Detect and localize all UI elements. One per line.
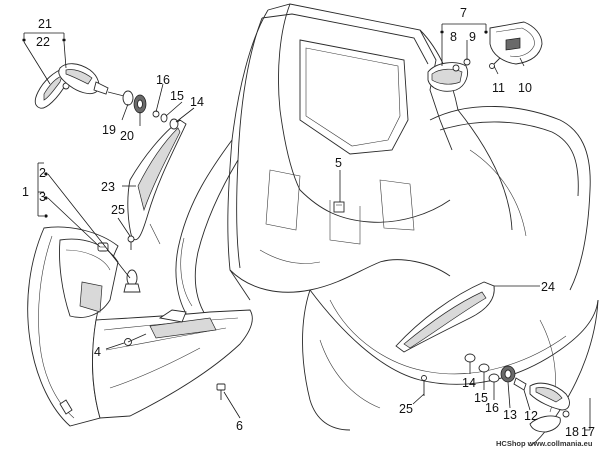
- callout-9: 9: [469, 30, 476, 44]
- reflector-23: [127, 119, 187, 245]
- callout-21: 21: [38, 17, 52, 31]
- position-bulb-3: [97, 242, 109, 252]
- screw-25-upper: [127, 235, 135, 250]
- callout-25-lower: 25: [399, 402, 413, 416]
- screw-6: [216, 383, 226, 400]
- callout-14-upper: 14: [190, 95, 204, 109]
- callout-24: 24: [541, 280, 555, 294]
- callout-12: 12: [524, 409, 538, 423]
- callout-15-lower: 15: [474, 391, 488, 405]
- callout-5: 5: [335, 156, 342, 170]
- callout-6: 6: [236, 419, 243, 433]
- callout-10: 10: [518, 81, 532, 95]
- callout-18: 18: [565, 425, 579, 439]
- signal-mount-washers-upper: [122, 90, 179, 130]
- callout-23: 23: [101, 180, 115, 194]
- callout-14-lower: 14: [462, 376, 476, 390]
- callout-7: 7: [460, 6, 467, 20]
- callout-4: 4: [94, 345, 101, 359]
- clip-5: [333, 201, 345, 213]
- leg-shield-panel: [302, 289, 599, 447]
- watermark-text: HCShop www.collmania.eu: [496, 439, 593, 448]
- headlight-assembly: [27, 226, 253, 427]
- callout-17: 17: [581, 425, 595, 439]
- leader-lines: [22, 23, 591, 431]
- callout-13: 13: [503, 408, 517, 422]
- callout-2: 2: [39, 166, 46, 180]
- callout-1: 1: [22, 185, 29, 199]
- callout-16-upper: 16: [156, 73, 170, 87]
- callout-15-upper: 15: [170, 89, 184, 103]
- callout-25-upper: 25: [111, 203, 125, 217]
- callout-19: 19: [102, 123, 116, 137]
- callout-20: 20: [120, 129, 134, 143]
- callout-11: 11: [492, 81, 505, 95]
- callout-22: 22: [36, 35, 50, 49]
- turn-signal-right: [421, 353, 570, 433]
- callout-8: 8: [450, 30, 457, 44]
- headlight-bulb-2: [123, 269, 141, 293]
- front-shield-frame: [175, 3, 591, 321]
- reflector-strip-24: [395, 281, 495, 353]
- rear-light-assembly: [427, 21, 543, 92]
- screw-4: [124, 333, 147, 346]
- turn-signal-left: [34, 63, 125, 109]
- callout-labels: 21 22 7 8 9 11 10 16 15 14 19 20 2 1 3 2…: [22, 6, 595, 439]
- callout-3: 3: [39, 190, 46, 204]
- callout-16-lower: 16: [485, 401, 499, 415]
